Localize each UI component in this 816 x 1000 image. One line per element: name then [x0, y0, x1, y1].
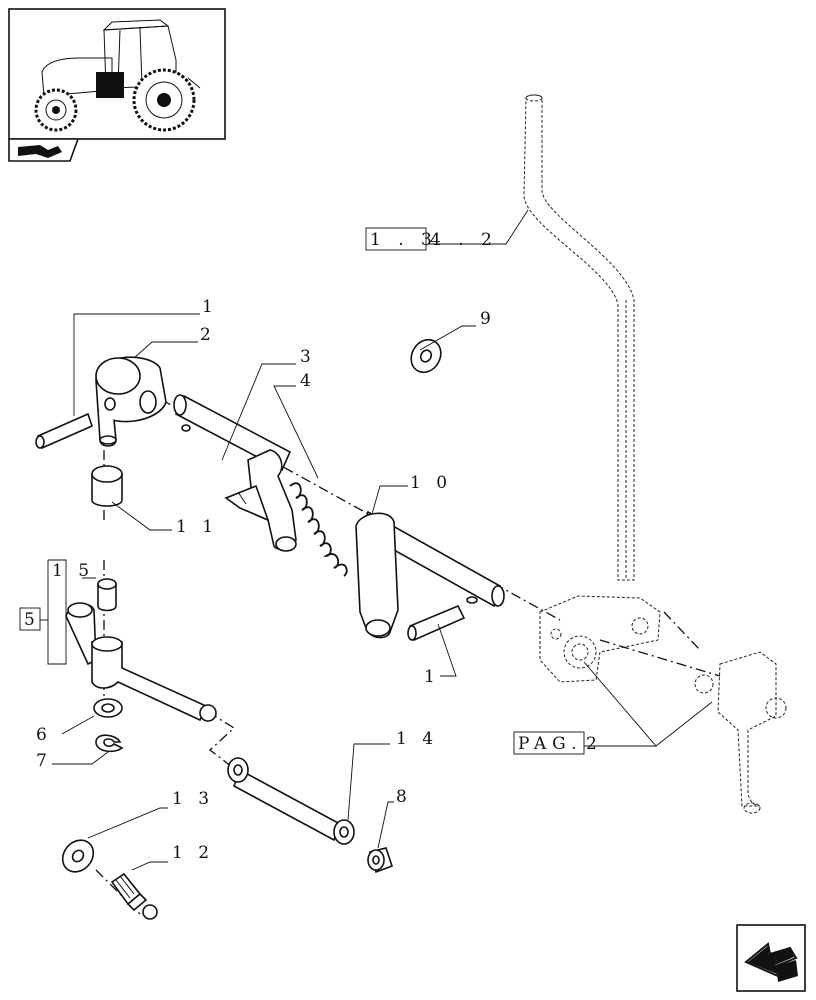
shift-lever-ghost: [523, 94, 635, 581]
part-10-fork-shaft: [355, 510, 505, 639]
ref-134-rest-text: 4 . 2: [430, 230, 498, 250]
part-8-nut: [367, 847, 394, 874]
ref-pag-rest-text: 2: [586, 734, 603, 754]
label-9: 9: [480, 309, 496, 329]
label-8: 8: [396, 787, 412, 807]
section-arrow-icon: [8, 138, 80, 162]
label-12: 1 2: [172, 843, 214, 863]
label-1-top: 1: [202, 297, 218, 317]
part-11-sleeve: [91, 465, 123, 507]
shift-housing-ghost: [539, 595, 787, 814]
part-13-washer: [61, 839, 95, 873]
part-5-lever: [65, 602, 217, 722]
label-5: 5: [24, 610, 40, 630]
part-14-rod: [227, 757, 355, 845]
ref-pag-boxed-text: PAG.: [518, 734, 583, 754]
label-13: 1 3: [172, 789, 214, 809]
label-7: 7: [36, 751, 52, 771]
label-5-box: [19, 607, 41, 631]
label-6: 6: [36, 725, 52, 745]
ref-134-box: [365, 227, 427, 251]
part-1-pin-bottom: [407, 604, 466, 642]
label-11: 1 1: [176, 517, 218, 537]
part-1-pin-top: [35, 412, 93, 450]
ref-134-boxed-text: 1 . 3: [370, 230, 438, 250]
part-4-spring: [289, 482, 348, 577]
part-12-ball-stud: [110, 872, 158, 920]
label-2: 2: [200, 325, 216, 345]
next-page-arrow-icon[interactable]: [736, 924, 806, 992]
part-15-small-sleeve: [97, 578, 117, 612]
label-15: 1 5: [52, 561, 94, 581]
label-4: 4: [300, 371, 316, 391]
label-10: 1 0: [410, 473, 452, 493]
leader-lines: [40, 209, 713, 871]
assembly-axes: [95, 389, 721, 915]
part-6-washer: [93, 698, 123, 718]
tractor-thumbnail-icon: [8, 8, 226, 140]
part-7-circlip: [95, 734, 124, 753]
label-3: 3: [300, 347, 316, 367]
part-9-washer: [410, 338, 442, 374]
ref-pag-box: [513, 731, 585, 755]
label-14: 1 4: [396, 729, 438, 749]
label-1-bottom: 1: [424, 667, 440, 687]
part-2-bushing: [95, 356, 167, 447]
callouts: 1 2 3 4 1 0 1 1 1 5 5 6 7 1 4 8 1 3 1 2 …: [19, 227, 603, 863]
